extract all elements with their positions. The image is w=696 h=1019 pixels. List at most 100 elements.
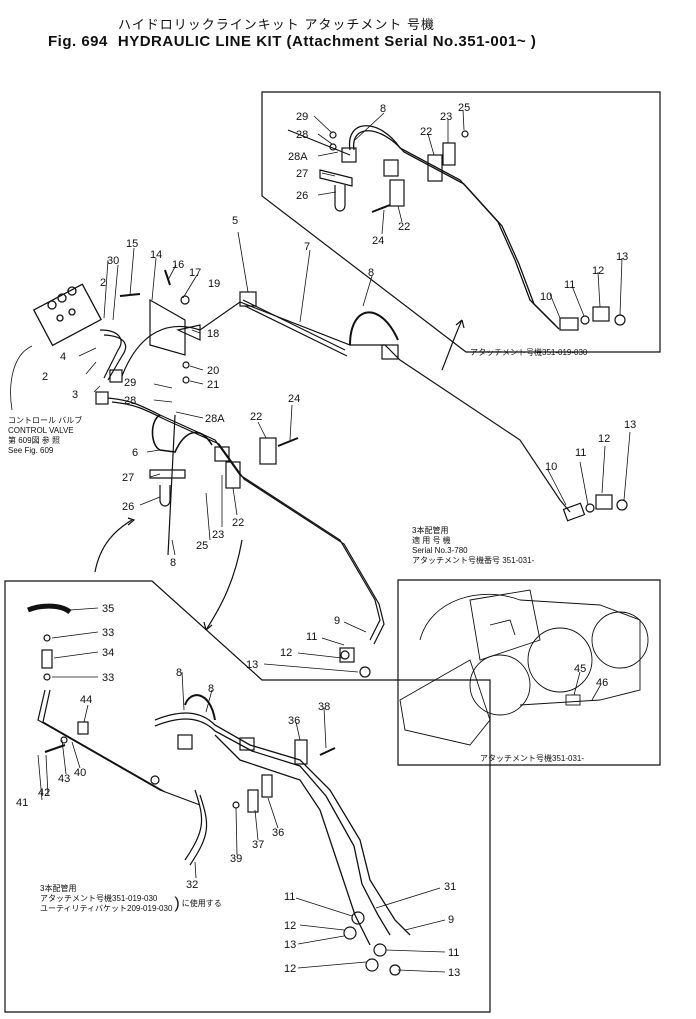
label-8-bottom-b: 8 [208, 683, 214, 695]
label-28a-top: 28A [288, 151, 308, 163]
label-11-top: 11 [564, 279, 575, 291]
label-33-b: 33 [102, 672, 114, 684]
attachment-serial: アタッチメント号機番号 351-031- [412, 556, 535, 565]
control-valve-jp: コントロール バルブ [8, 416, 83, 425]
figure-number: Fig. 694 [48, 33, 108, 50]
label-44: 44 [80, 694, 92, 706]
three-valve-jp: 3本配管用 [412, 526, 449, 535]
label-12-bottom-a: 12 [284, 920, 296, 932]
label-31: 31 [444, 881, 456, 893]
label-39: 39 [230, 853, 242, 865]
machine-sketch [399, 589, 649, 746]
label-13-bottom-b: 13 [448, 967, 460, 979]
label-22-main-lower: 22 [232, 517, 244, 529]
label-33-a: 33 [102, 627, 114, 639]
top-inset-serial: アタッチメント号機351-019-030 [470, 348, 588, 357]
label-22-top-lower: 22 [398, 221, 410, 233]
label-12-bottom-b: 12 [284, 963, 296, 975]
label-45: 45 [574, 663, 586, 675]
label-27: 27 [122, 472, 134, 484]
label-17: 17 [189, 267, 201, 279]
bottom-inset-frame [4, 580, 491, 1013]
label-5: 5 [232, 215, 238, 227]
applicable-jp: 適 用 号 機 [412, 536, 451, 545]
label-41: 41 [16, 797, 28, 809]
label-46: 46 [596, 677, 608, 689]
label-7: 7 [304, 241, 310, 253]
label-42: 42 [38, 787, 50, 799]
control-valve-en: CONTROL VALVE [8, 426, 74, 435]
label-4: 4 [60, 351, 66, 363]
top-inset-frame [261, 91, 661, 353]
label-13-top: 13 [616, 251, 628, 263]
label-29: 29 [124, 377, 136, 389]
label-12-lower: 12 [280, 647, 292, 659]
label-9-main: 9 [334, 615, 340, 627]
label-2-top: 2 [100, 277, 106, 289]
label-3: 3 [72, 389, 78, 401]
label-13-lower: 13 [246, 659, 258, 671]
label-21: 21 [207, 379, 219, 391]
label-26-top: 26 [296, 190, 308, 202]
bottom-line1: アタッチメント号機351-019-030 [40, 894, 158, 903]
label-8-bottom-a: 8 [176, 667, 182, 679]
label-27-top: 27 [296, 168, 308, 180]
right-inset-frame [397, 579, 661, 766]
label-23-main: 23 [212, 529, 224, 541]
figure-caption: HYDRAULIC LINE KIT (Attachment Serial No… [117, 33, 537, 50]
label-13-main: 13 [624, 419, 636, 431]
see-fig-en: See Fig. 609 [8, 446, 54, 455]
label-8-top: 8 [380, 103, 386, 115]
label-30: 30 [107, 255, 119, 267]
label-19: 19 [208, 278, 220, 290]
label-24-main: 24 [288, 393, 300, 405]
label-2-left: 2 [42, 371, 48, 383]
title-japanese: ハイドロリックラインキット アタッチメント 号機 [118, 17, 435, 32]
label-23-top: 23 [440, 111, 452, 123]
label-37: 37 [252, 839, 264, 851]
label-26: 26 [122, 501, 134, 513]
bottom-note: 3本配管用 アタッチメント号機351-019-030 ユーティリティバケット20… [40, 884, 222, 913]
bottom-title: 3本配管用 [40, 884, 77, 893]
label-11-main: 11 [575, 447, 586, 459]
label-11-lower: 11 [306, 631, 317, 643]
label-22-main: 22 [250, 411, 262, 423]
label-25-main: 25 [196, 540, 208, 552]
label-28-top: 28 [296, 129, 308, 141]
label-18: 18 [207, 328, 219, 340]
control-valve-note: コントロール バルブ CONTROL VALVE 第 609図 参 照 See … [8, 416, 82, 456]
label-11-bottom-b: 11 [448, 947, 459, 959]
label-14: 14 [150, 249, 162, 261]
label-20: 20 [207, 365, 219, 377]
figure-title: Fig. 694 HYDRAULIC LINE KIT (Attachment S… [48, 33, 546, 50]
label-40: 40 [74, 767, 86, 779]
label-11-bottom-a: 11 [284, 891, 295, 903]
label-12-main: 12 [598, 433, 610, 445]
label-28a: 28A [205, 413, 225, 425]
label-9-bottom: 9 [448, 914, 454, 926]
right-inset-serial: アタッチメント号機351-031- [480, 754, 585, 763]
label-36-a: 36 [288, 715, 300, 727]
label-8-mid: 8 [368, 267, 374, 279]
label-28: 28 [124, 395, 136, 407]
label-34: 34 [102, 647, 114, 659]
label-24-top: 24 [372, 235, 384, 247]
bottom-suffix: に使用する [181, 899, 222, 908]
label-10-top: 10 [540, 291, 552, 303]
label-43: 43 [58, 773, 70, 785]
label-29-top: 29 [296, 111, 308, 123]
see-fig-jp: 第 609図 参 照 [8, 436, 61, 445]
label-25-top: 25 [458, 102, 470, 114]
label-15: 15 [126, 238, 138, 250]
label-10-main: 10 [545, 461, 557, 473]
label-22-top: 22 [420, 126, 432, 138]
label-32: 32 [186, 879, 198, 891]
label-35: 35 [102, 603, 114, 615]
label-6: 6 [132, 447, 138, 459]
bottom-line2: ユーティリティバケット209-019-030 [40, 904, 173, 913]
label-13-bottom-a: 13 [284, 939, 296, 951]
serial-range: Serial No.3-780 [412, 546, 468, 555]
label-36-b: 36 [272, 827, 284, 839]
serial-note: 3本配管用 適 用 号 機 Serial No.3-780 アタッチメント号機番… [412, 526, 534, 566]
